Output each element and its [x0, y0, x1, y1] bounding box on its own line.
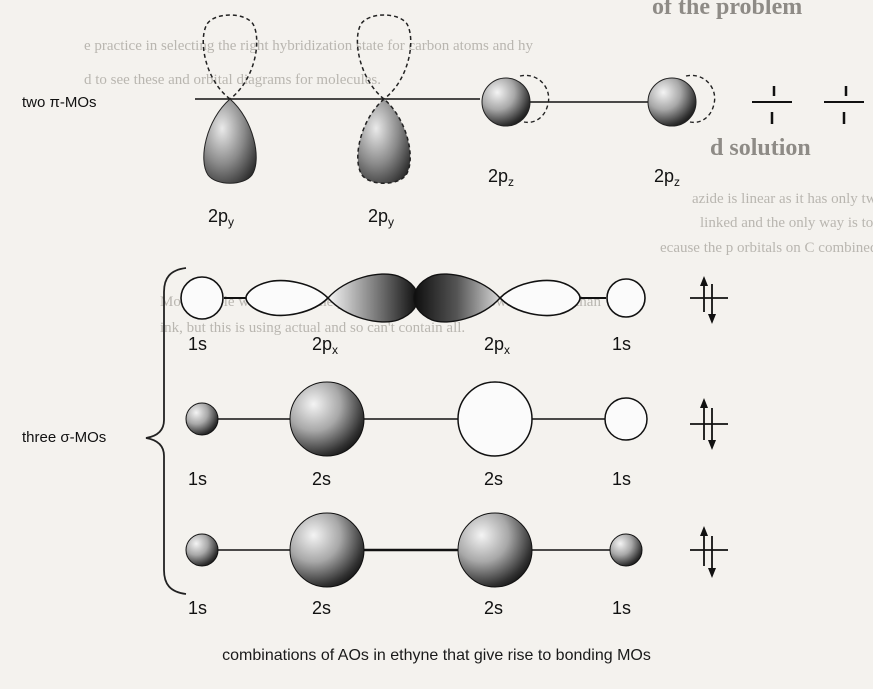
arrow-down-icon	[708, 440, 716, 450]
arrow-down-icon	[708, 314, 716, 324]
pz-shaded-lobe	[481, 77, 531, 127]
orbital-1s-left	[180, 276, 224, 320]
arrow-down-icon	[708, 568, 716, 578]
arrow-up-icon	[700, 526, 708, 536]
orbital-label-2pz-right: 2pz	[654, 166, 680, 189]
px-back-lobe-left	[245, 279, 330, 317]
px-front-lobe-left	[327, 273, 419, 323]
orbital-label-2pz-left: 2pz	[488, 166, 514, 189]
sigma-mo-row-2: 1s 2s 2s 1s	[185, 381, 728, 489]
orbital-label: 2s	[312, 598, 331, 618]
pi-mos-row: two π-MOs 2py 2py 2pz 2pz	[22, 14, 864, 229]
px-front-lobe-right	[413, 273, 501, 323]
orbital-label: 1s	[188, 334, 207, 354]
orbital-label: 2px	[312, 334, 338, 357]
orbital-label-2py-left: 2py	[208, 206, 234, 229]
p-lobe-dashed	[356, 14, 412, 100]
orbital-1s-left	[185, 402, 219, 436]
orbital-2pz-left	[481, 74, 550, 127]
orbital-1s-right	[606, 278, 646, 318]
orbital-1s-left	[185, 533, 219, 567]
sigma-mos-label: three σ-MOs	[22, 429, 106, 446]
orbital-label: 2s	[312, 469, 331, 489]
sigma-1-electron-pair	[690, 276, 728, 324]
p-lobe-shaded	[357, 98, 411, 184]
orbital-2py-left	[202, 14, 258, 184]
orbital-2s-left	[289, 381, 365, 457]
orbital-2py-right	[356, 14, 412, 184]
background-line: ecause the p orbitals on C combined as t…	[660, 240, 873, 256]
orbital-1s-right	[604, 397, 648, 441]
pz-dashed-lobe	[519, 74, 550, 124]
orbital-label: 2s	[484, 469, 503, 489]
orbital-label: 1s	[188, 598, 207, 618]
orbital-2pz-right	[647, 74, 716, 127]
orbital-label-2py-right: 2py	[368, 206, 394, 229]
sigma-3-electron-pair	[690, 526, 728, 578]
background-heading-2: d solution	[710, 135, 811, 161]
background-heading-1: of the problem	[652, 0, 803, 20]
px-back-lobe-right	[498, 279, 581, 317]
background-line: linked and the only way is to put the tw…	[700, 215, 873, 231]
sigma-brace	[145, 267, 187, 595]
figure-caption: combinations of AOs in ethyne that give …	[222, 647, 651, 664]
orbital-2s-left	[289, 512, 365, 588]
pz-dashed-lobe	[685, 74, 716, 124]
sigma-mo-row-3: 1s 2s 2s 1s	[185, 512, 728, 618]
sigma-2-electron-pair	[690, 398, 728, 450]
orbital-label: 1s	[612, 469, 631, 489]
orbital-2s-right	[457, 512, 533, 588]
p-lobe-shaded	[203, 98, 257, 184]
orbital-label: 1s	[612, 598, 631, 618]
orbital-2s-right	[457, 381, 533, 457]
background-line: ink, but this is using actual and so can…	[160, 320, 466, 336]
arrow-up-icon	[700, 276, 708, 286]
background-line: e practice in selecting the right hybrid…	[84, 38, 534, 54]
pi-energy-level-1	[752, 86, 792, 124]
pi-mos-label: two π-MOs	[22, 94, 97, 111]
pi-energy-level-2	[824, 86, 864, 124]
orbital-label: 1s	[188, 469, 207, 489]
orbital-label: 2px	[484, 334, 510, 357]
orbital-label: 1s	[612, 334, 631, 354]
background-line: azide is linear as it has only two C-H σ…	[692, 191, 873, 207]
sigma-mo-row-1: 1s 2px 2px 1s	[180, 273, 728, 357]
orbital-label: 2s	[484, 598, 503, 618]
arrow-up-icon	[700, 398, 708, 408]
background-line: d to see these and orbital diagrams for …	[84, 72, 381, 88]
pz-shaded-lobe	[647, 77, 697, 127]
orbital-1s-right	[609, 533, 643, 567]
p-lobe-dashed	[202, 14, 258, 100]
